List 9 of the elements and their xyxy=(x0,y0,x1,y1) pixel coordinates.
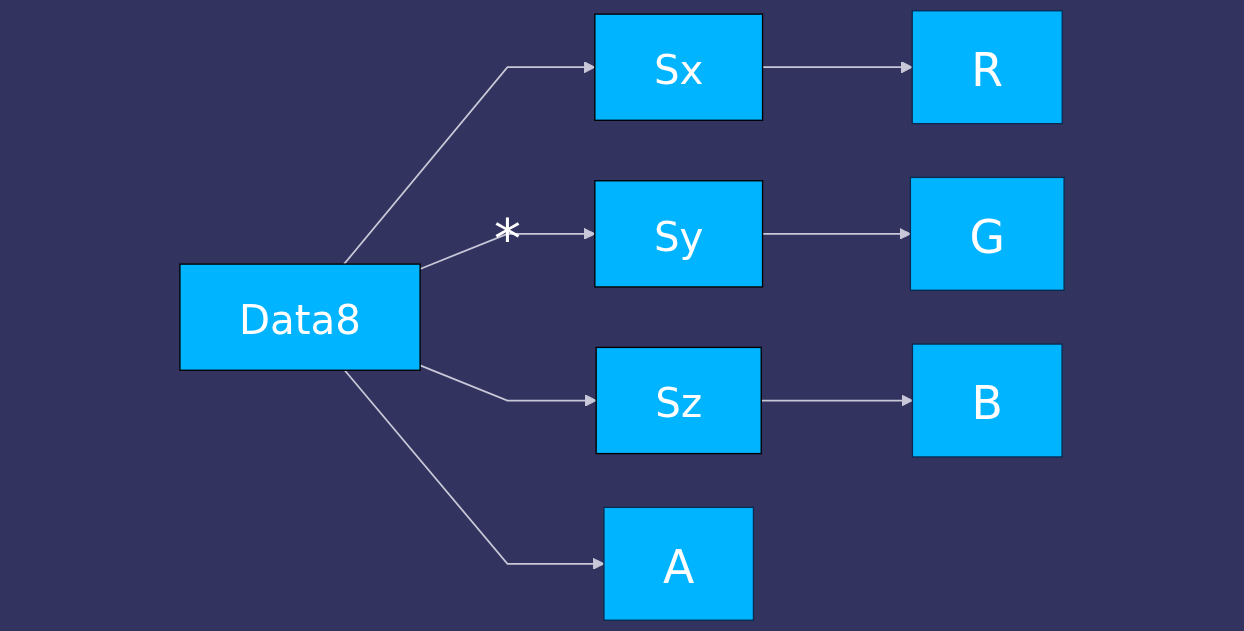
node-box: Sz xyxy=(595,346,762,455)
arrow xyxy=(419,364,597,407)
node-box: Sx xyxy=(594,13,764,121)
node-box: B xyxy=(911,343,1063,458)
node-box: Sy xyxy=(594,180,764,288)
node-box: R xyxy=(911,10,1063,125)
node-box: A xyxy=(603,506,755,621)
node-box: Data8 xyxy=(179,263,421,371)
node-box: G xyxy=(909,176,1065,291)
